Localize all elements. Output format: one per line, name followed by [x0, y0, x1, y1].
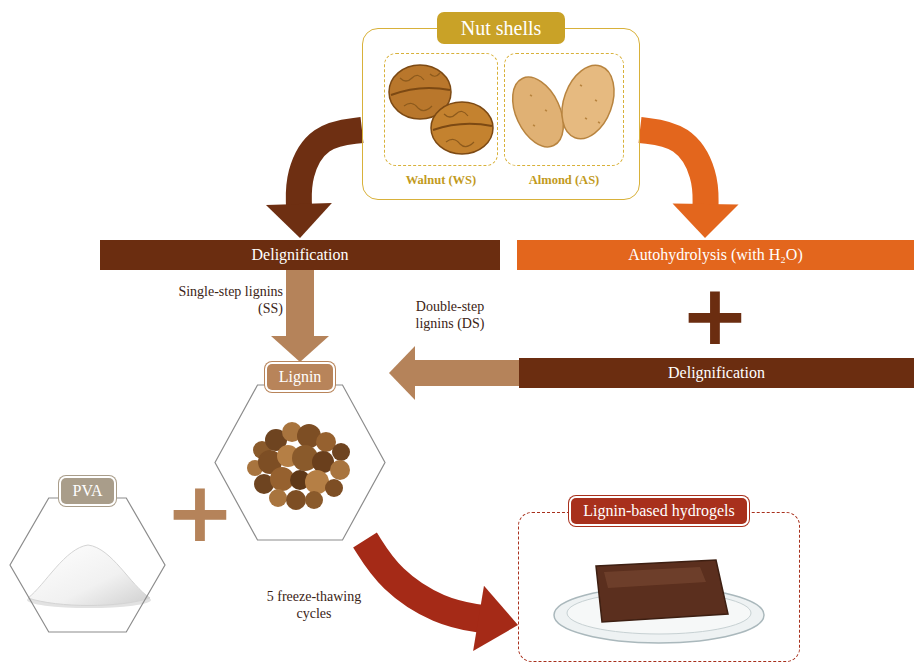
- flow-arrow: [389, 346, 519, 400]
- hexagon-outline: [215, 385, 385, 540]
- arrow-shaft: [412, 360, 519, 386]
- pva-powder: [28, 545, 150, 606]
- hydrogel-dish: [596, 560, 728, 622]
- arrow-shaft: [640, 130, 706, 207]
- almond-illustration: [502, 58, 623, 155]
- pva-powder: [27, 545, 151, 608]
- almond-illustration: [530, 85, 600, 126]
- hexagon-outline: [215, 364, 385, 540]
- arrow-head: [389, 346, 415, 400]
- hydrogel-dish: [554, 560, 764, 643]
- arrow-head: [266, 203, 332, 238]
- node-label: Delignification: [519, 358, 914, 388]
- arrow-shaft: [299, 130, 362, 207]
- almond-illustration: [552, 58, 623, 146]
- lignin-granules: [330, 460, 350, 480]
- walnut-illustration: [391, 88, 450, 95]
- walnut-illustration: [400, 73, 440, 111]
- node-label: Delignification: [100, 240, 500, 270]
- lignin-granules: [332, 443, 350, 461]
- hydrogel-dish: [604, 567, 706, 588]
- process-bar: Autohydrolysis (with H₂O): [517, 240, 914, 270]
- walnut-illustration: [433, 124, 492, 130]
- product-box: Lignin-based hydrogels: [518, 512, 800, 662]
- material-hexagon: Lignin: [215, 364, 385, 540]
- process-bar: Delignification: [519, 358, 914, 388]
- walnut-illustration: [389, 65, 493, 154]
- flow-arrow: [266, 130, 362, 238]
- plus-sign: +: [680, 273, 750, 357]
- lignin-granules: [305, 491, 323, 509]
- edge-label: Single-step lignins (SS): [175, 283, 283, 317]
- flow-arrow: [640, 130, 739, 238]
- walnut-illustration: [431, 102, 493, 154]
- sample-box: Almond (AS): [504, 53, 624, 166]
- arrow-head: [673, 203, 739, 238]
- node-label: Lignin: [267, 364, 334, 390]
- sample-box: Walnut (WS): [384, 53, 498, 166]
- walnut-illustration: [444, 111, 474, 146]
- lignin-granules: [269, 489, 287, 507]
- plus-sign: +: [165, 470, 235, 554]
- process-bar: Delignification: [100, 240, 500, 270]
- arrow-shaft: [365, 540, 482, 619]
- arrow-head: [473, 586, 518, 651]
- lignin-granules: [286, 490, 306, 510]
- node-label: Almond (AS): [505, 173, 623, 188]
- node-label: Lignin-based hydrogels: [571, 498, 747, 524]
- node-label: Walnut (WS): [385, 173, 497, 188]
- arrow-shaft: [286, 270, 314, 339]
- node-label: Nut shells: [437, 12, 566, 44]
- node-label: Autohydrolysis (with H₂O): [517, 240, 914, 270]
- hexagon-outline: [10, 498, 165, 632]
- arrow-head: [271, 336, 329, 362]
- flow-arrow: [365, 540, 518, 651]
- edge-label: Double-step lignins (DS): [398, 298, 502, 332]
- lignin-granules: [247, 422, 350, 510]
- group-box: Nut shellsWalnut (WS)Almond (AS): [362, 28, 640, 200]
- edge-label: 5 freeze-thawing cycles: [258, 588, 370, 622]
- node-label: PVA: [61, 478, 115, 504]
- lignin-granules: [325, 479, 343, 497]
- material-hexagon: PVA: [10, 478, 165, 632]
